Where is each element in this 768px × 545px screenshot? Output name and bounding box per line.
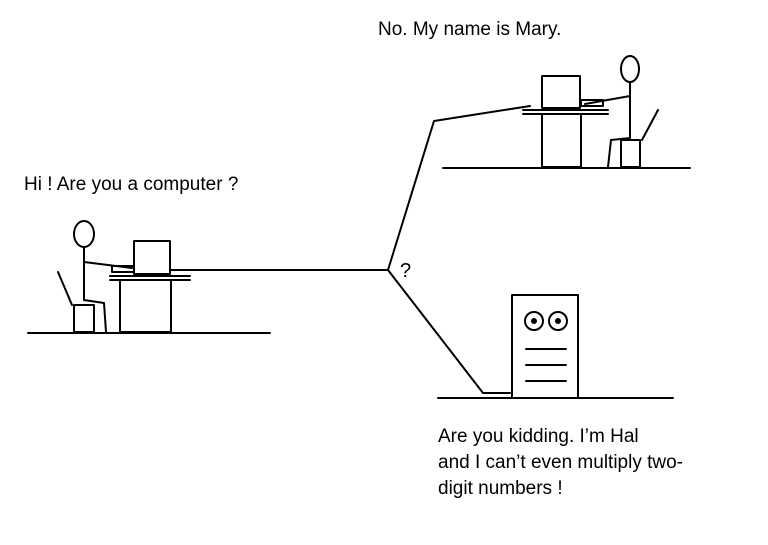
left-keyboard [111, 265, 135, 273]
mary-figure [442, 55, 691, 169]
cable-to-hal [387, 269, 511, 394]
mary-head [620, 55, 640, 83]
hal-speech: Are you kidding. I’m Hal and I can’t eve… [438, 424, 683, 502]
interrogator-chair-back [57, 271, 73, 306]
switch-question-mark: ? [400, 260, 411, 282]
connection-lines [170, 105, 531, 394]
mary-speech: No. My name is Mary. [378, 19, 562, 40]
hal-left-pupil [531, 318, 537, 324]
left-desk-cabinet [119, 279, 172, 333]
hal-left-eye-icon [524, 311, 544, 331]
top-desk-cabinet [541, 113, 582, 168]
mary-chair-back [641, 109, 659, 141]
hal-right-pupil [555, 318, 561, 324]
hal-figure [437, 294, 674, 399]
hal-speech-line: Are you kidding. I’m Hal [438, 426, 639, 447]
hal-cabinet [511, 294, 579, 399]
mary-chair-seat [620, 139, 641, 168]
cable-to-mary [387, 105, 531, 271]
hal-right-eye-icon [548, 311, 568, 331]
mary-shin [607, 139, 612, 168]
hal-speech-line: digit numbers ! [438, 478, 563, 499]
hal-speech-line: and I can’t even multiply two- [438, 452, 684, 473]
interrogator-chair-seat [73, 304, 95, 333]
mary-thigh [610, 137, 631, 141]
interrogator-figure [27, 220, 271, 334]
interrogator-shin [103, 302, 107, 333]
top-keyboard [580, 99, 604, 107]
interrogator-head [73, 220, 95, 248]
interrogator-thigh [83, 299, 105, 304]
interrogator-speech: Hi ! Are you a computer ? [24, 174, 239, 195]
left-monitor [133, 240, 171, 275]
top-monitor [541, 75, 581, 109]
mary-arm [584, 95, 631, 105]
